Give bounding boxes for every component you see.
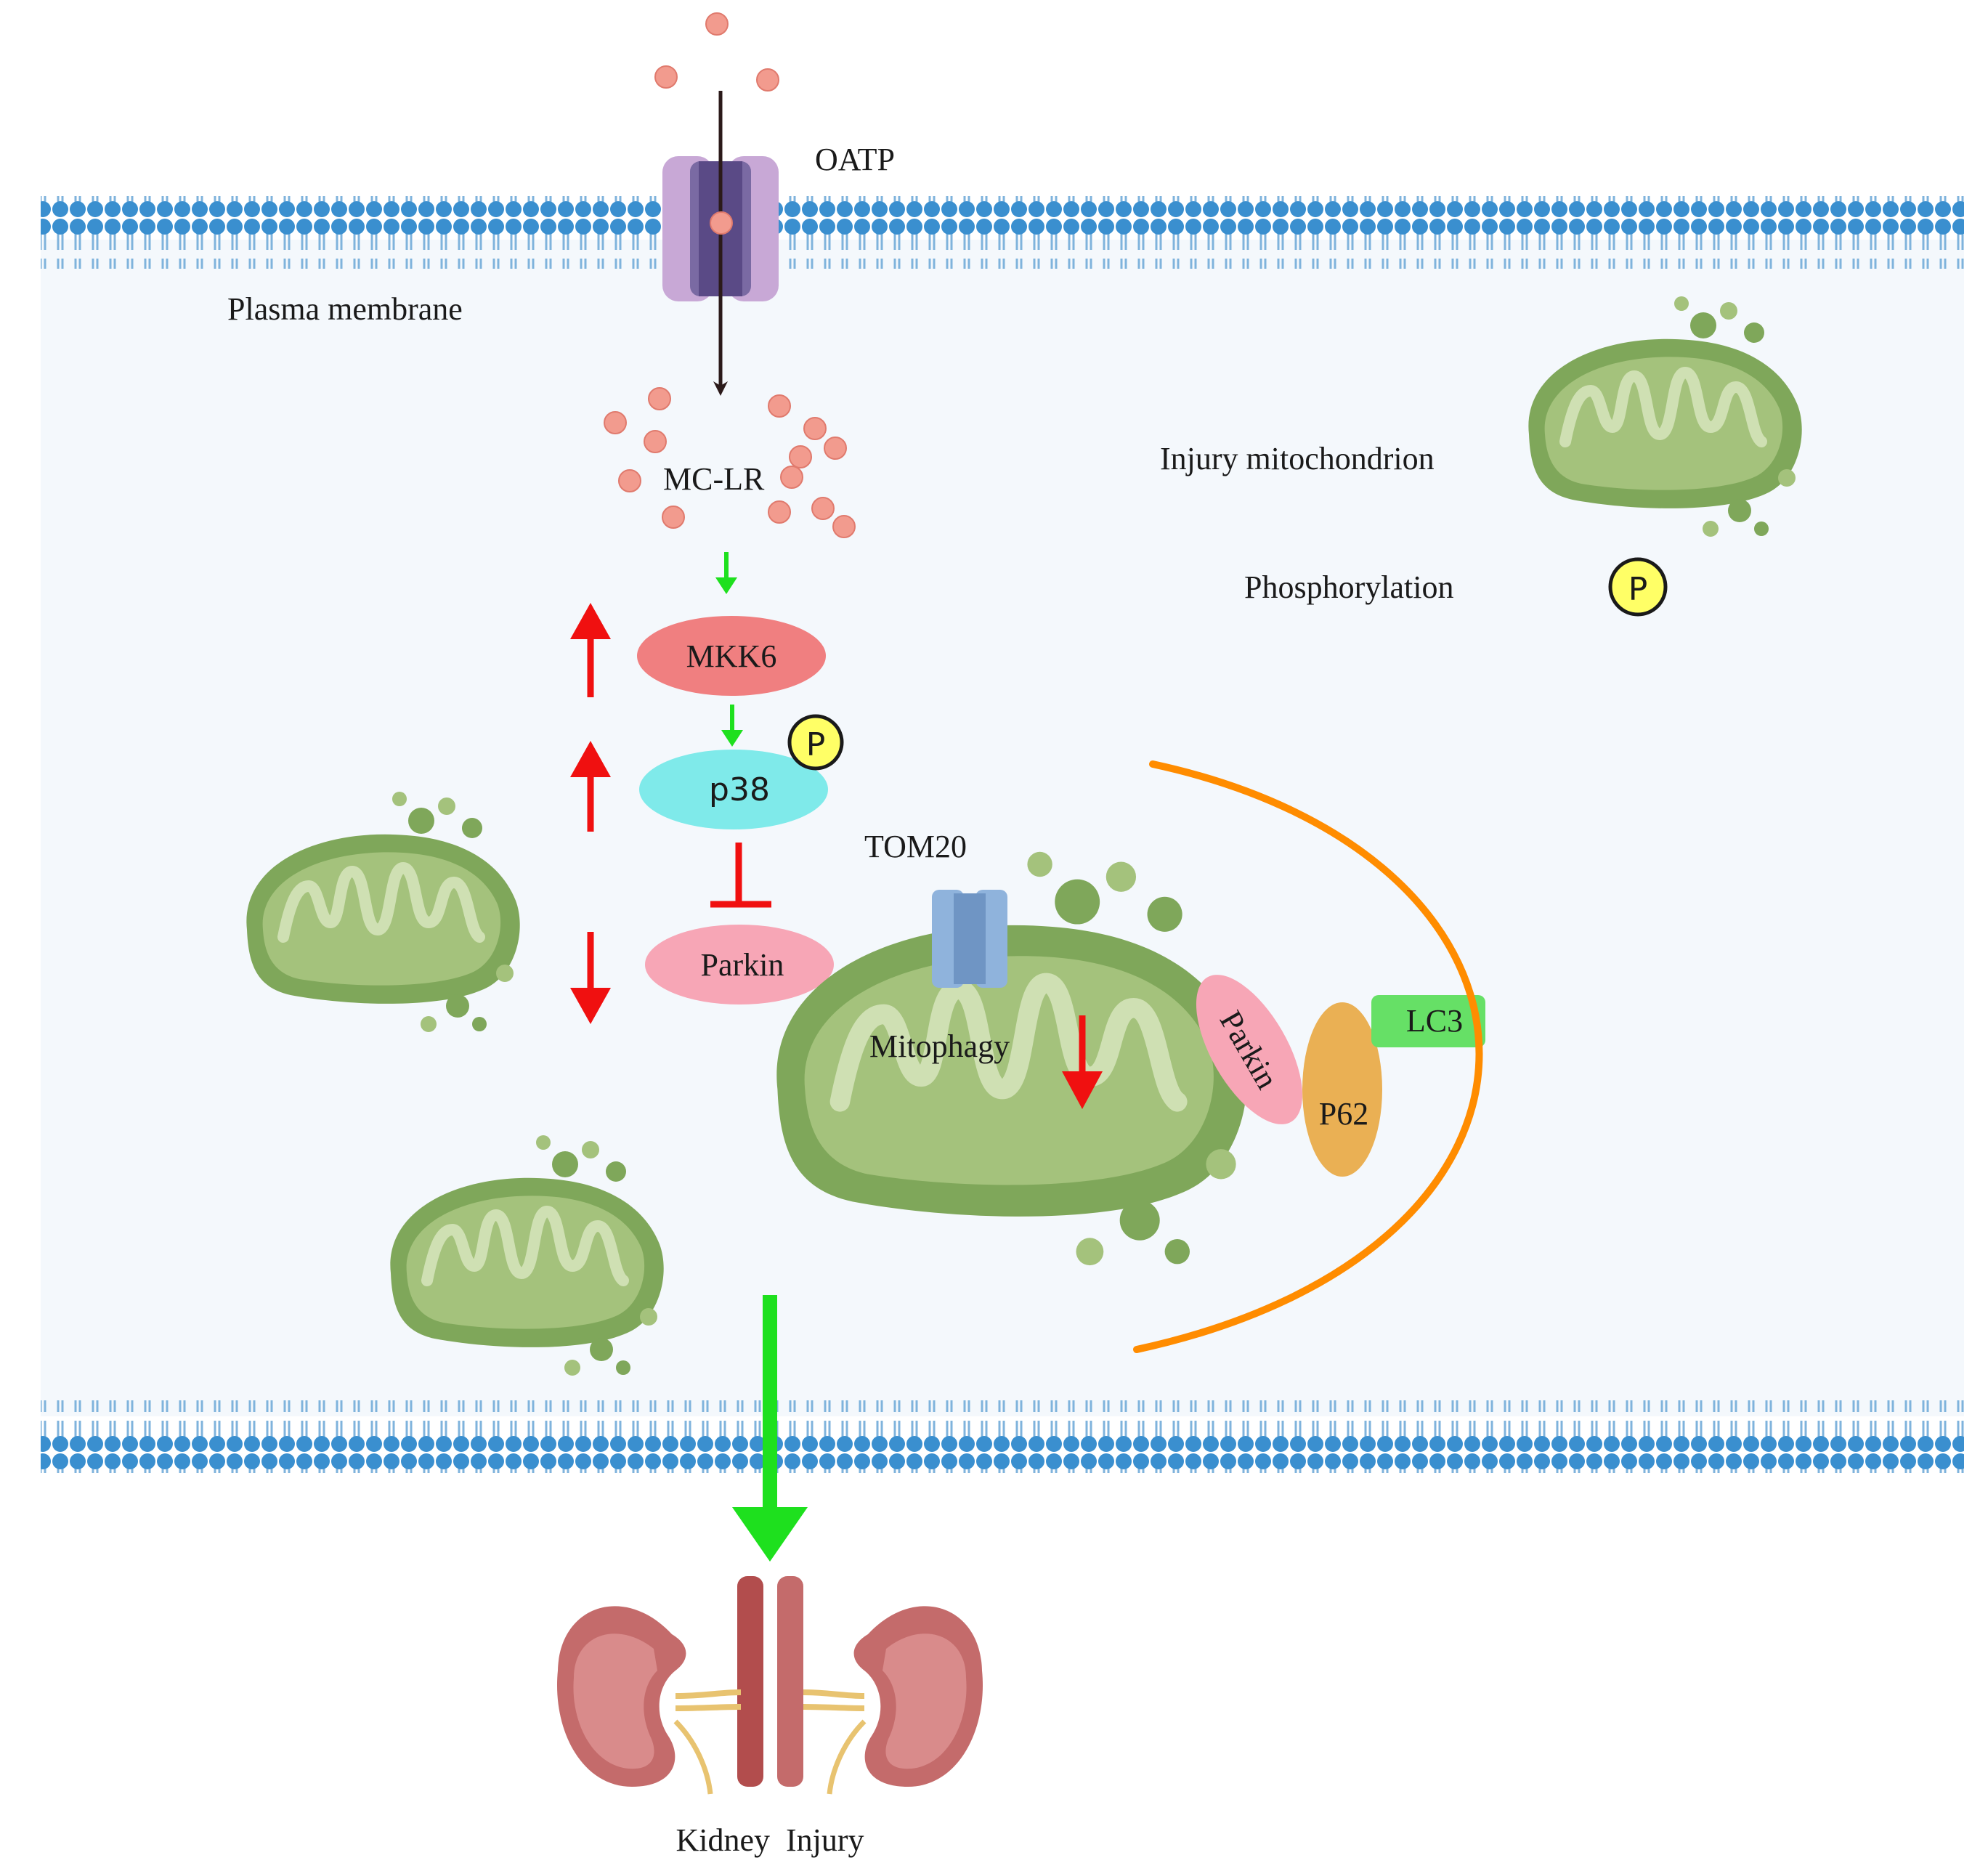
plasma-membrane-label: Plasma membrane — [227, 291, 463, 327]
parkin-node — [645, 925, 834, 1005]
injury-mitochondrion-legend-label: Injury mitochondrion — [1160, 441, 1435, 476]
mclr-molecules-inside — [604, 387, 856, 538]
svg-text:P: P — [806, 726, 826, 763]
inhibition-symbol — [710, 843, 771, 908]
p38-node — [639, 750, 828, 829]
mclr-label: MC-LR — [663, 461, 765, 497]
parkin-bound: Parkin — [1196, 975, 1303, 1124]
tom20-label: TOM20 — [864, 829, 967, 864]
mkk6-node — [637, 616, 826, 696]
p38-phospho-marker: P — [787, 714, 844, 771]
svg-text:P: P — [1628, 571, 1648, 608]
kidney-outcome-arrow — [732, 1295, 808, 1562]
mkk6-label: MKK6 — [686, 638, 777, 674]
kidney-icon — [556, 1576, 983, 1795]
phosphorylation-legend-label: Phosphorylation — [1244, 569, 1453, 605]
p38-up-arrow — [570, 741, 611, 832]
p38-label: p38 — [709, 771, 770, 808]
p62-node — [1302, 1002, 1382, 1177]
plasma-membrane-bottom — [41, 1400, 1964, 1473]
mkk6-up-arrow — [570, 603, 611, 697]
mclr-molecules-outside — [654, 12, 779, 235]
p62-label: P62 — [1319, 1096, 1368, 1132]
activation-arrow-1 — [715, 552, 737, 594]
lc3-label: LC3 — [1406, 1003, 1463, 1039]
plasma-membrane-top — [41, 196, 1964, 269]
parkin-down-arrow — [570, 932, 611, 1024]
parkin-label: Parkin — [701, 947, 784, 983]
phosphorylation-legend-icon: P — [1608, 557, 1668, 617]
mitophagy-label: Mitophagy — [869, 1028, 1010, 1064]
lc3-node — [1371, 995, 1485, 1047]
oatp-label: OATP — [815, 142, 895, 177]
tom20-receptor — [932, 890, 1007, 988]
activation-arrow-2 — [721, 705, 743, 747]
kidney-injury-label: Kidney Injury — [675, 1822, 864, 1858]
mitophagy-down-arrow — [1062, 1015, 1103, 1109]
phagophore-membrane — [1133, 760, 1483, 1353]
